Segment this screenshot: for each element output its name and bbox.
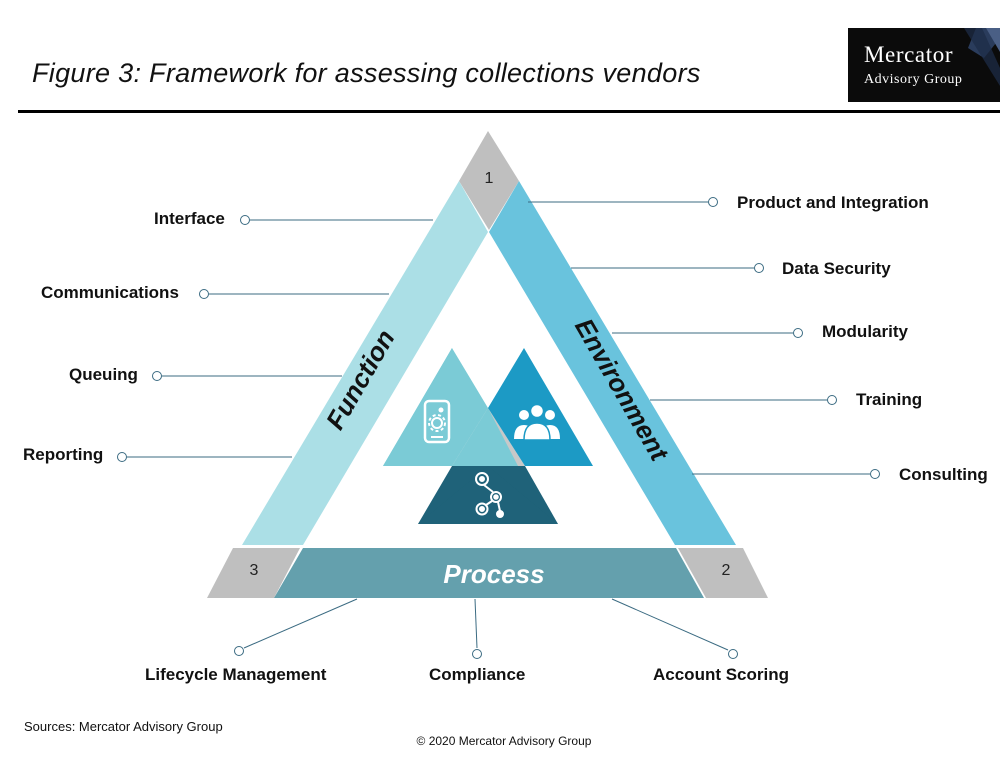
corner-left <box>207 548 300 598</box>
mobile-gear-icon <box>423 399 451 444</box>
copyright-note: © 2020 Mercator Advisory Group <box>416 734 592 748</box>
corner-right <box>678 548 768 598</box>
people-group-icon <box>514 403 560 441</box>
connector-account-scoring <box>611 598 729 651</box>
connector-dot-queuing <box>152 371 162 381</box>
connector-dot-communications <box>199 289 209 299</box>
inner-function-triangle-fill <box>383 348 488 466</box>
label-training: Training <box>856 390 923 409</box>
label-compliance: Compliance <box>429 665 526 684</box>
label-product-integration: Product and Integration <box>737 193 929 212</box>
corner-top <box>459 131 519 230</box>
connector-lifecycle <box>243 598 358 649</box>
environment-band <box>489 181 736 545</box>
connector-dot-lifecycle <box>234 646 244 656</box>
corner-left-label: 3 <box>250 562 259 579</box>
connector-dot-compliance <box>472 649 482 659</box>
function-band <box>242 181 488 545</box>
label-reporting: Reporting <box>23 445 104 464</box>
title-divider <box>18 110 1000 113</box>
connector-dot-interface <box>240 215 250 225</box>
mercator-logo: Mercator Advisory Group <box>848 28 1000 102</box>
label-communications: Communications <box>41 283 179 302</box>
figure-title: Figure 3: Framework for assessing collec… <box>32 58 701 88</box>
label-account-scoring: Account Scoring <box>653 665 790 684</box>
logo-line-1: Mercator <box>864 42 954 67</box>
connector-dot-training <box>827 395 837 405</box>
label-interface: Interface <box>154 209 225 228</box>
sources-note: Sources: Mercator Advisory Group <box>24 719 223 734</box>
label-lifecycle-management: Lifecycle Management <box>145 665 327 684</box>
connector-dot-account-scoring <box>728 649 738 659</box>
label-modularity: Modularity <box>822 322 908 341</box>
connector-dot-modularity <box>793 328 803 338</box>
label-consulting: Consulting <box>899 465 988 484</box>
connector-dot-product-integration <box>708 197 718 207</box>
process-band <box>274 548 704 598</box>
connector-dot-reporting <box>117 452 127 462</box>
corner-right-label: 2 <box>722 562 731 579</box>
label-queuing: Queuing <box>69 365 138 384</box>
gears-network-icon <box>475 472 504 518</box>
connector-compliance <box>474 598 478 649</box>
corner-top-label: 1 <box>485 170 494 187</box>
process-label: Process <box>443 559 544 589</box>
inner-process-triangle-fill <box>418 466 558 524</box>
connector-dot-data-security <box>754 263 764 273</box>
label-data-security: Data Security <box>782 259 891 278</box>
logo-line-2: Advisory Group <box>864 72 963 87</box>
logo-x-mark-icon <box>964 28 1000 86</box>
connector-dot-consulting <box>870 469 880 479</box>
